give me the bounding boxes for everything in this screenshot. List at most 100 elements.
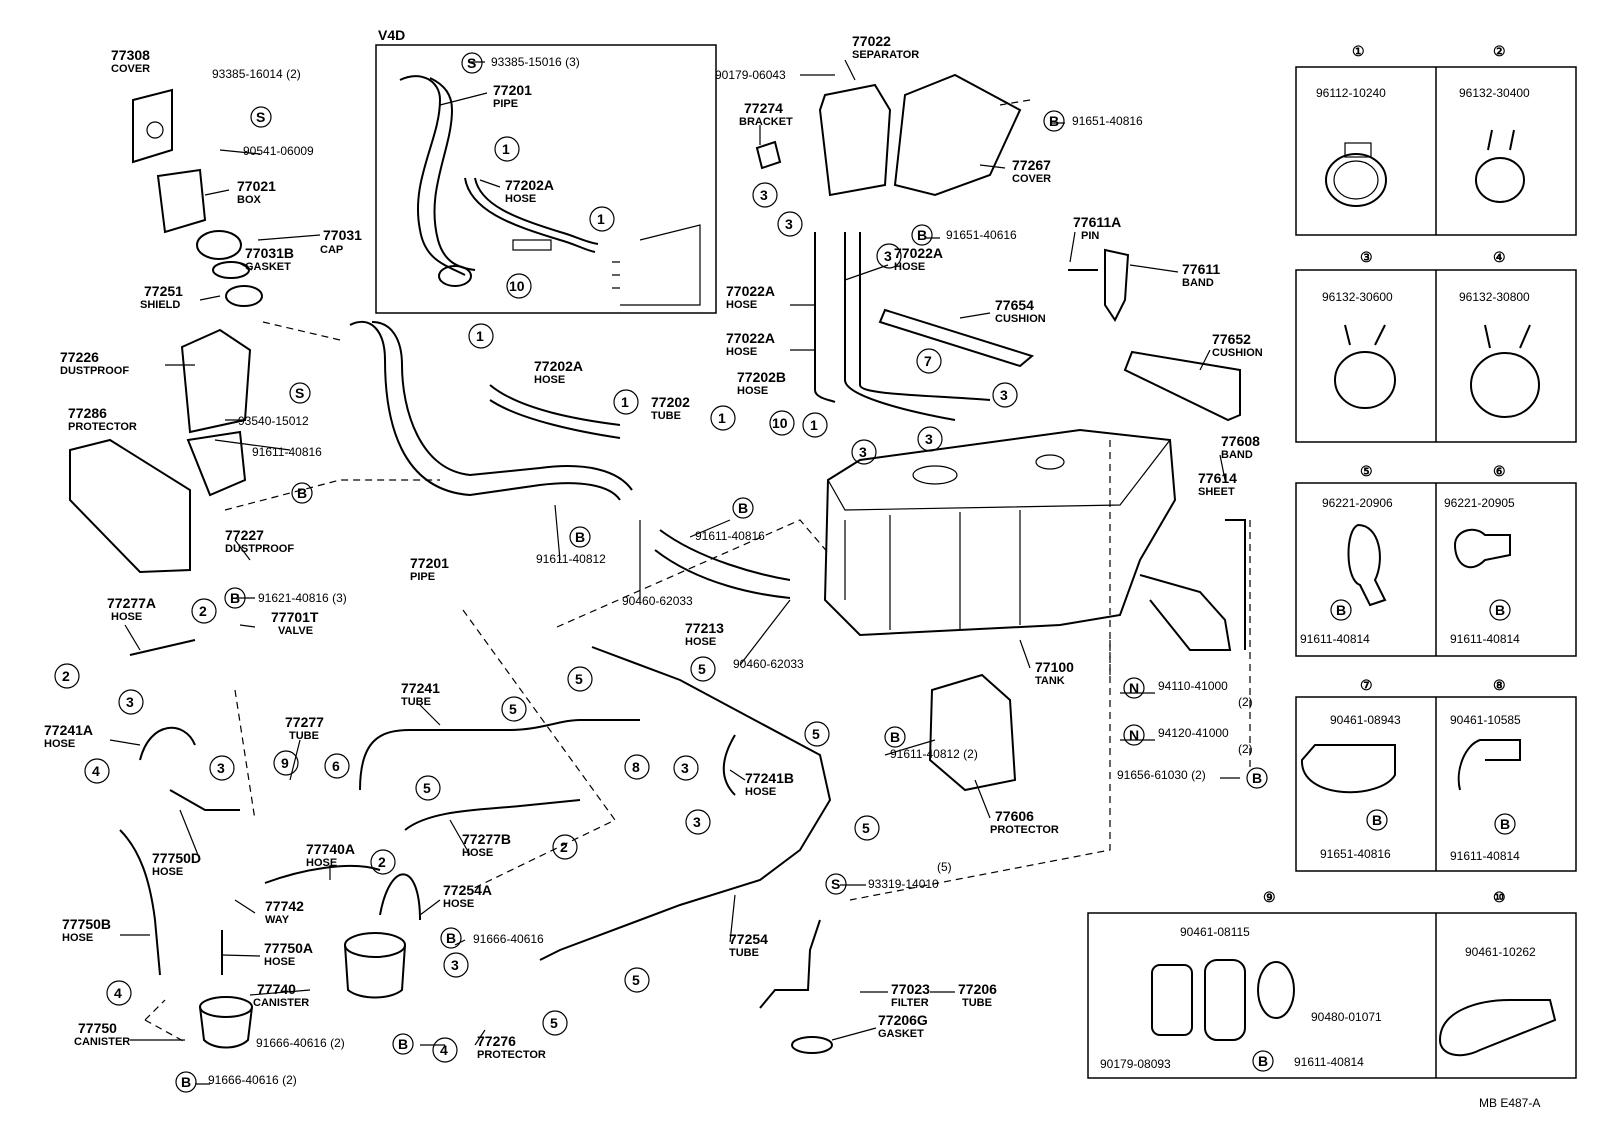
tank-filler-port [1035,454,1065,470]
label-77750a: 77750A [264,940,313,956]
tank-ribs [844,510,1021,630]
label-77277a-name: HOSE [111,611,142,623]
b-marker-11: B [175,1071,197,1093]
svg-text:B: B [398,1036,408,1052]
protector-77606-shape [928,673,1017,792]
label-77611a-name: PIN [1081,230,1099,242]
callout-labels: 77308 COVER 93385-16014 (2) 90541-06009 … [44,33,1263,1087]
label-94120-41000: 94120-41000 [1158,726,1229,740]
label-77277: 77277 [285,714,324,730]
svg-text:3: 3 [760,187,768,203]
label-77241a-name: HOSE [44,738,75,750]
box-77021-shape [156,168,207,234]
b-marker-1: B [291,482,313,504]
label-77100: 77100 [1035,659,1074,675]
svg-text:B: B [738,500,748,516]
label-77277a: 77277A [107,595,156,611]
label-77740-name: CANISTER [253,997,309,1009]
leader-paths [109,59,1240,1085]
legend-8-clip-shape [1457,739,1521,791]
leader-lines [109,59,1240,1085]
clip-ref-7a: 7 [916,348,942,374]
label-77254a-name: HOSE [443,898,474,910]
inset-pipe-end [438,265,472,287]
legend-1-part: 96112-10240 [1316,86,1386,100]
legend-num-10: ⑩ [1493,889,1506,905]
hose-77241b [722,734,736,796]
svg-text:3: 3 [884,248,892,264]
svg-text:B: B [1500,816,1510,832]
svg-text:4: 4 [440,1042,448,1058]
label-77611: 77611 [1182,261,1220,277]
legend-num-3: ③ [1360,249,1373,265]
label-77652-name: CUSHION [1212,347,1263,359]
svg-text:3: 3 [693,814,701,830]
b-marker-9: B [440,927,462,949]
label-77022: 77022 [852,33,891,49]
label-93385-15016: 93385-15016 (3) [491,55,580,69]
label-77740a: 77740A [306,841,355,857]
label-77701t: 77701T [271,609,319,625]
cushion-77654-shape [878,308,1035,368]
label-91621-40816: 91621-40816 (3) [258,591,347,605]
label-77201-name: PIPE [410,571,435,583]
clip-ref-9a: 9 [273,750,299,776]
clip-ref-3k: 3 [443,952,469,978]
label-77031b: 77031B [245,245,294,261]
clip-ref-1c: 1 [468,323,494,349]
label-93540-15012: 93540-15012 [238,414,309,428]
svg-text:4: 4 [92,763,100,779]
label-91651-40616: 91651-40616 [946,228,1017,242]
svg-text:N: N [1129,727,1139,743]
clip-ref-3b: 3 [777,211,803,237]
inset-filler-pipe-edge [429,77,476,271]
clip-ref-3c: 3 [876,243,902,269]
canister-77750-top [199,996,253,1018]
label-77750: 77750 [78,1020,117,1036]
svg-text:B: B [297,485,307,501]
svg-text:5: 5 [698,661,706,677]
svg-text:S: S [295,385,304,401]
clip-ref-5e: 5 [804,721,830,747]
svg-text:5: 5 [575,671,583,687]
svg-text:3: 3 [217,760,225,776]
b-marker-2: B [224,587,246,609]
label-77031: 77031 [323,227,362,243]
clip-ref-3d: 3 [992,382,1018,408]
label-77226: 77226 [60,349,99,365]
svg-text:10: 10 [772,415,788,431]
circled-letter-markers: S S S S B B B B B B B B B B B N N [175,52,1268,1093]
svg-text:2: 2 [199,603,207,619]
label-77267: 77267 [1012,157,1051,173]
svg-text:1: 1 [621,394,629,410]
label-77750d: 77750D [152,850,201,866]
label-77241: 77241 [401,680,440,696]
v4d-inset: V4D [375,27,717,314]
hose-77254a [379,873,421,921]
ref-line-3 [234,689,256,821]
clip-ref-8a: 8 [624,754,650,780]
filler-pipe-77201 [349,320,621,501]
clip-ref-5d: 5 [690,656,716,682]
legend-10-clip-shape [1438,999,1557,1057]
label-77213-name: HOSE [685,636,716,648]
hose-77022a-1 [814,232,836,403]
svg-text:3: 3 [126,694,134,710]
svg-text:5: 5 [862,820,870,836]
canister-77740 [344,932,406,999]
svg-text:B: B [1049,113,1059,129]
legend-4-clamp-shape [1470,324,1540,418]
label-77202: 77202 [651,394,690,410]
hose-77213-edge [654,549,791,599]
label-77606: 77606 [995,808,1034,824]
svg-text:5: 5 [423,780,431,796]
ref-line-4 [462,609,616,891]
b-marker-5: B [1043,110,1065,132]
hose-77022a-3 [859,232,991,401]
clip-ref-2a: 2 [191,598,217,624]
legend-7-part-a: 90461-08943 [1330,713,1401,727]
label-77654-name: CUSHION [995,313,1046,325]
label-77254-name: TUBE [729,947,759,959]
label-77201: 77201 [410,555,449,571]
label-77206-name: TUBE [962,997,992,1009]
